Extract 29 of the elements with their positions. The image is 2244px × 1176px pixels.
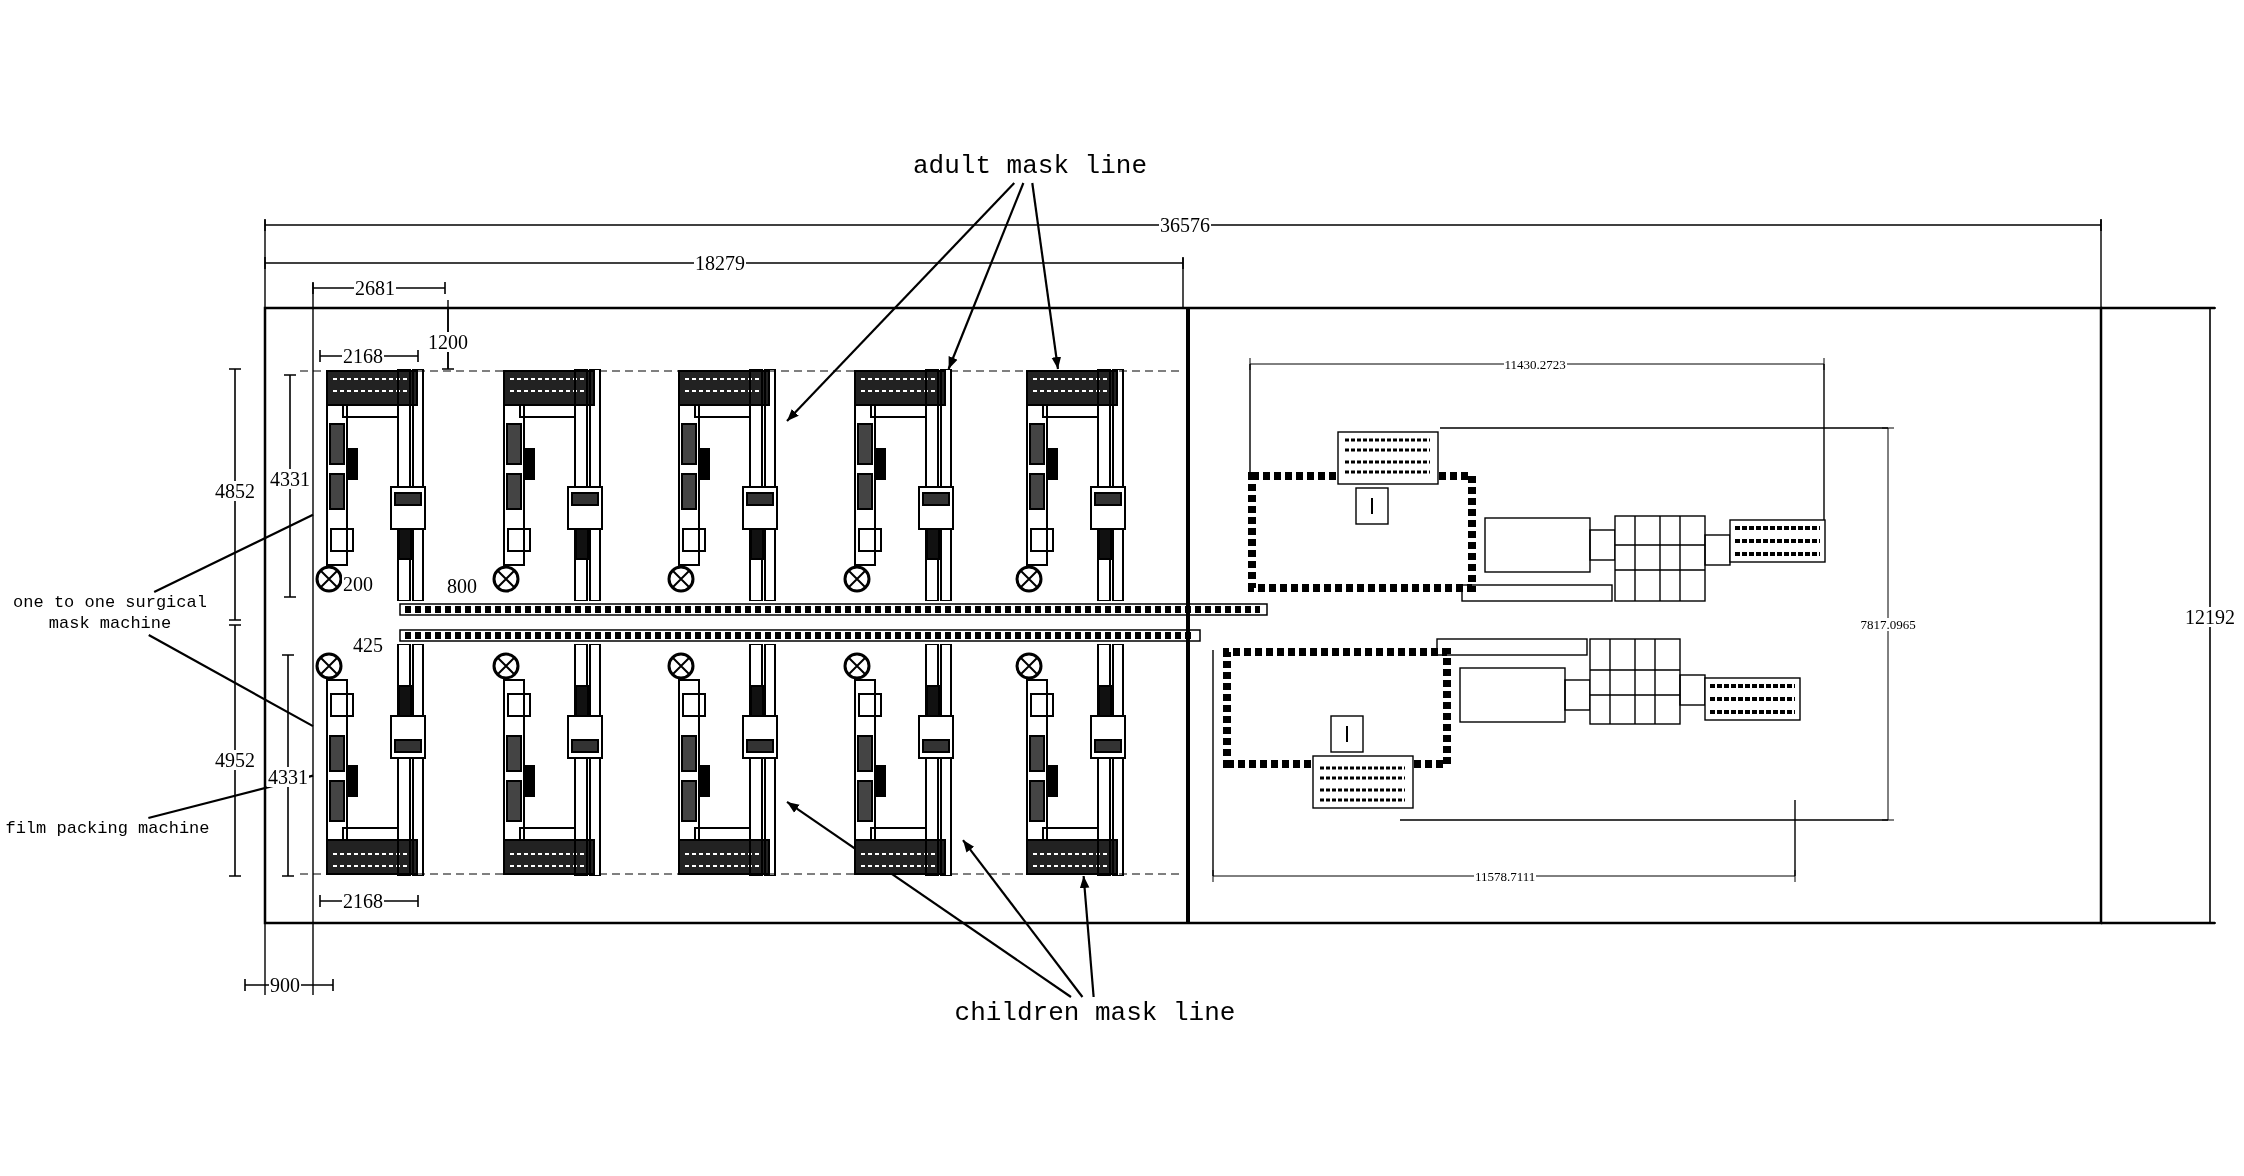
dimension-label: 12192 <box>2184 607 2236 627</box>
callout-label: children mask line <box>925 997 1265 1030</box>
dimension-label: 2168 <box>342 891 384 911</box>
dimension-label: 200 <box>342 574 374 594</box>
dimension-label: 4331 <box>269 469 311 489</box>
dimension-label: 7817.0965 <box>1859 617 1917 631</box>
leader-arrow <box>786 801 1072 998</box>
callout-label: adult mask line <box>880 150 1180 183</box>
dimension-label: 18279 <box>694 253 746 273</box>
dimension-label: 36576 <box>1159 215 1211 235</box>
dimension-label: 800 <box>446 576 478 596</box>
leader-arrow <box>786 182 1016 422</box>
dimension-label: 4852 <box>214 481 256 501</box>
dimension-label: 2681 <box>354 278 396 298</box>
leader-arrow <box>962 839 1084 998</box>
leader-line <box>148 774 314 820</box>
leader-arrow <box>947 182 1025 370</box>
leader-line <box>148 634 314 728</box>
dimension-label: 425 <box>352 635 384 655</box>
dimension-label: 4952 <box>214 750 256 770</box>
callout-label: film packing machine <box>5 818 210 840</box>
leader-arrow <box>1031 182 1062 370</box>
dimension-label: 4331 <box>267 767 309 787</box>
dimension-label: 1200 <box>427 332 469 352</box>
dimension-label: 900 <box>269 975 301 995</box>
callout-label: one to one surgical mask machine <box>0 592 220 635</box>
dimension-label: 2168 <box>342 346 384 366</box>
leader-line <box>153 513 314 593</box>
leader-arrow <box>1079 875 1095 998</box>
